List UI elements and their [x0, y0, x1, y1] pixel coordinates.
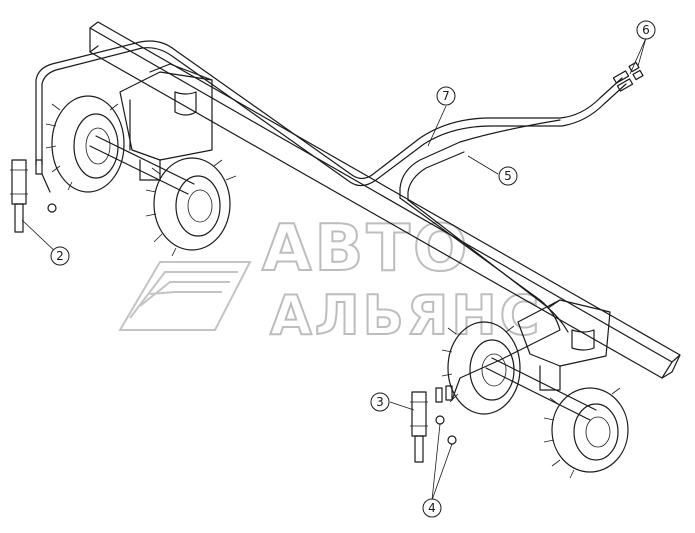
callout-7: 7	[436, 86, 456, 106]
main-beam	[89, 21, 681, 379]
watermark-logo	[118, 261, 252, 331]
left-rear-wheel	[145, 157, 237, 257]
callout-3: 3	[370, 392, 390, 412]
callout-6-label: 6	[642, 23, 650, 37]
hose-7	[35, 40, 627, 187]
left-front-wheel	[45, 95, 125, 193]
callout-2-label: 2	[56, 249, 64, 263]
callout-4-label: 4	[428, 501, 436, 515]
left-axle	[89, 135, 195, 195]
watermark-line1: АВТО	[262, 212, 470, 286]
callout-7-label: 7	[442, 89, 450, 103]
right-axle	[485, 357, 597, 421]
right-axle-bracket	[517, 299, 611, 391]
left-axle-bracket	[119, 63, 213, 181]
cylinder-left	[10, 159, 57, 233]
callout-4: 4	[422, 498, 442, 518]
callout-5-label: 5	[504, 169, 512, 183]
right-rear-wheel	[543, 387, 629, 479]
callout-5: 5	[498, 166, 518, 186]
cylinder-right	[410, 385, 457, 463]
leader-lines	[21, 37, 647, 501]
callout-3-label: 3	[376, 395, 384, 409]
watermark-line2: АЛЬЯНС	[270, 284, 542, 347]
right-front-wheel	[441, 321, 521, 415]
callout-6: 6	[636, 20, 656, 40]
callout-2: 2	[50, 246, 70, 266]
watermark: АВТО АЛЬЯНС	[118, 211, 542, 348]
fittings-6	[612, 61, 644, 92]
